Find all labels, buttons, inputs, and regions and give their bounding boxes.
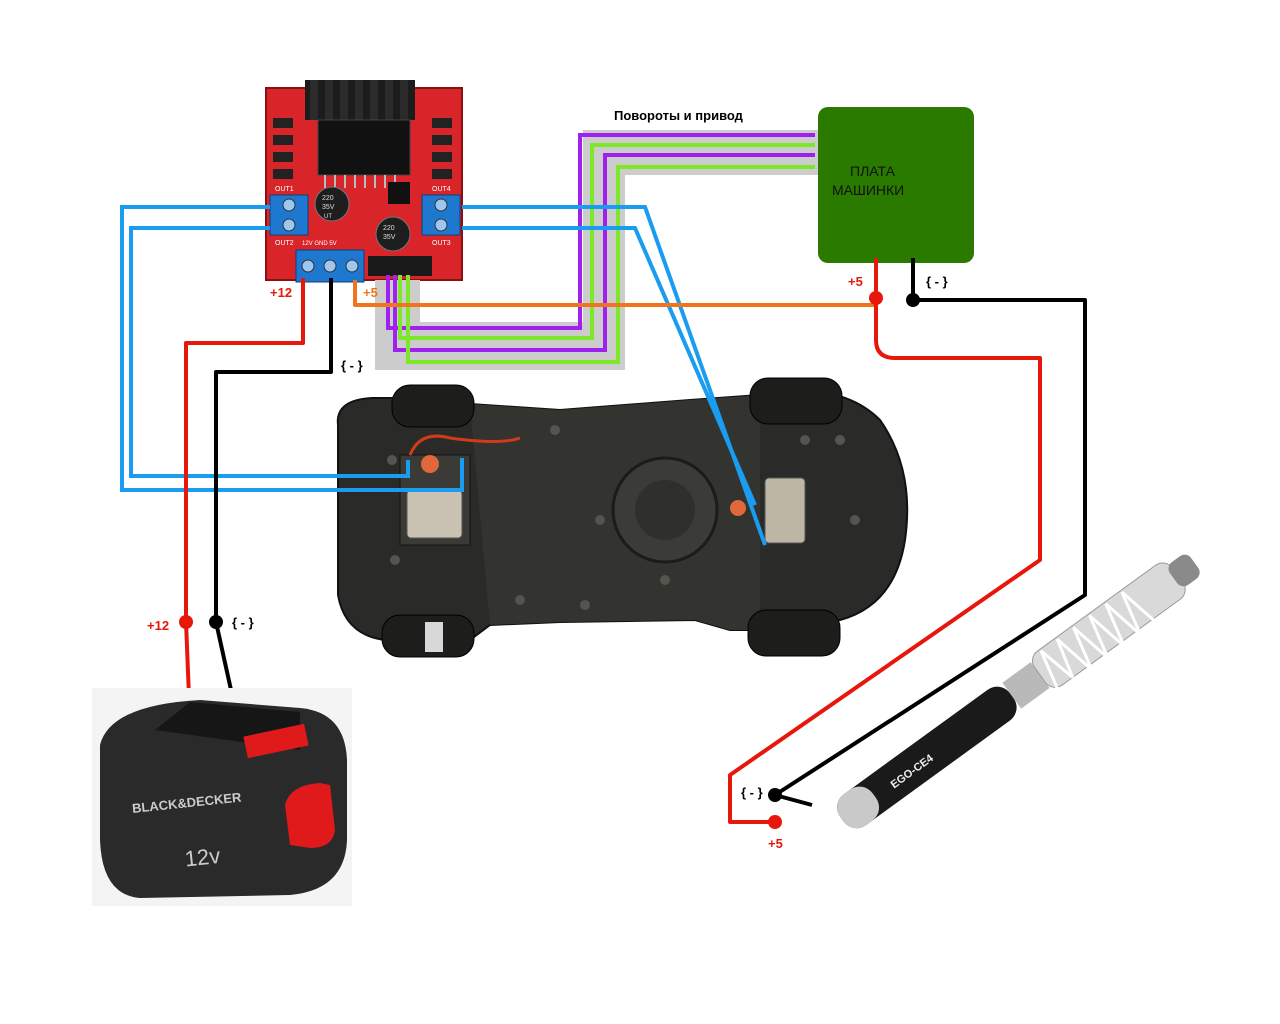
car-control-board: ПЛАТА МАШИНКИ	[818, 107, 974, 263]
motor-wires	[120, 205, 767, 546]
wire-green-2	[406, 165, 815, 364]
wire-red-12v	[184, 278, 305, 723]
battery-pack: BLACK&DECKER 12v	[92, 688, 352, 906]
ecig-tank	[1032, 562, 1186, 688]
cap1-ul: UT	[324, 214, 332, 220]
capacitor-2	[375, 216, 411, 252]
cap1-voltage: 35V	[322, 204, 335, 211]
ecig-body	[837, 686, 1017, 829]
car-board-label-line1: ПЛАТА	[850, 163, 896, 179]
motor-driver-board: 220 35V UT 220 35V OUT1 OUT2 OUT3 OUT4 1…	[265, 80, 463, 283]
label-minus-ecig: { - }	[741, 785, 763, 800]
handwritten-scribble	[1039, 591, 1158, 694]
label-plus5-driver: +5	[363, 285, 378, 300]
junction-minus-battery	[209, 615, 223, 629]
cap2-value: 220	[383, 225, 395, 232]
power-wires	[184, 258, 1087, 824]
wire-purple-2	[393, 153, 815, 352]
wire-purple-1	[386, 133, 815, 330]
wheel-front-bottom	[747, 609, 841, 657]
wire-blue-rear-1	[120, 205, 464, 492]
label-plus12-battery: +12	[147, 618, 169, 633]
label-minus-driver: { - }	[341, 358, 363, 373]
wire-green-1	[398, 143, 815, 340]
label-power-pins: 12V GND 5V	[302, 241, 337, 247]
wire-black-gnd	[214, 278, 333, 709]
wire-blue-rear-2	[129, 226, 410, 478]
label-plus5-board: +5	[848, 274, 863, 289]
wire-red-5v	[728, 258, 1042, 824]
label-out2: OUT2	[275, 240, 294, 247]
front-motor	[764, 477, 806, 544]
ecig-battery: EGO-CE4	[837, 554, 1200, 829]
driver-chip	[317, 119, 411, 176]
junction-plus5-ecig	[768, 815, 782, 829]
label-out3: OUT3	[432, 240, 451, 247]
wheel-rear-top	[391, 384, 475, 428]
wheel-front-top	[749, 377, 843, 425]
battery-latch	[243, 723, 309, 759]
car-board-box	[818, 107, 974, 263]
input-header	[368, 256, 432, 276]
battery-voltage: 12v	[184, 843, 222, 872]
label-plus5-ecig: +5	[768, 836, 783, 851]
junction-minus-ecig	[768, 788, 782, 802]
diagram-title: Повороты и привод	[614, 108, 744, 123]
label-minus-battery: { - }	[232, 615, 254, 630]
wire-blue-front-2	[462, 226, 757, 506]
junction-plus12-battery	[179, 615, 193, 629]
wire-orange-5v	[353, 280, 876, 307]
label-minus-board: { - }	[926, 274, 948, 289]
junction-minus-board	[906, 293, 920, 307]
cap1-value: 220	[322, 195, 334, 202]
signal-bus-shadow	[375, 130, 818, 370]
label-out4: OUT4	[432, 186, 451, 193]
cap2-voltage: 35V	[383, 234, 396, 241]
rear-motor	[406, 489, 463, 539]
capacitor-1	[314, 186, 350, 222]
car-chassis	[336, 377, 909, 658]
junction-plus5-board	[869, 291, 883, 305]
signal-bus	[375, 130, 818, 370]
junctions	[179, 291, 920, 829]
battery-side-handle	[285, 783, 335, 848]
car-board-label-line2: МАШИНКИ	[832, 182, 904, 198]
label-out1: OUT1	[275, 186, 294, 193]
label-plus12-driver: +12	[270, 285, 292, 300]
